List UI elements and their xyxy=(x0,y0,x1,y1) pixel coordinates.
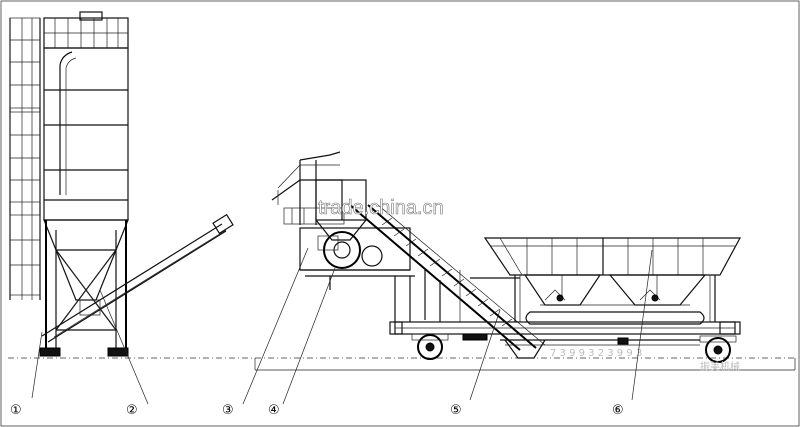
mixing-station xyxy=(271,151,546,351)
watermark-site: trade.china.cn xyxy=(318,197,444,219)
silo-body xyxy=(43,47,129,221)
trailer-chassis xyxy=(389,321,741,363)
callout-3: ③ xyxy=(222,403,234,418)
watermark-company: 振美机械 xyxy=(700,360,740,373)
callout-5: ⑤ xyxy=(450,403,462,418)
cement-silo xyxy=(9,11,129,357)
callout-4: ④ xyxy=(268,403,280,418)
aggregate-hopper xyxy=(483,237,742,276)
belt-conveyor xyxy=(500,339,700,359)
callout-2: ② xyxy=(126,403,138,418)
aggregate-batcher xyxy=(470,237,742,325)
silo-ladder xyxy=(9,17,41,300)
rear-wheel xyxy=(699,335,737,363)
screw-conveyor xyxy=(41,213,234,343)
callout-1: ① xyxy=(10,403,22,418)
callout-leaders xyxy=(31,247,653,405)
callout-6: ⑥ xyxy=(612,403,624,418)
watermark-digits: 7 3 9 9 3 2 3 9 9 3 xyxy=(550,348,642,359)
front-wheel xyxy=(411,333,449,360)
